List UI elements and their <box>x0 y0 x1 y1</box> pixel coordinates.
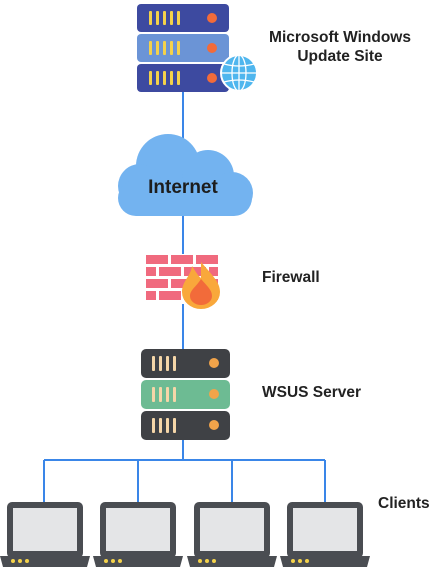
connector-lines <box>43 92 326 502</box>
ms-update-site-label-line1: Microsoft Windows <box>269 29 411 46</box>
ms-server-slots <box>149 11 180 85</box>
wsus-server-led-top <box>209 358 219 368</box>
ms-server-unit-mid <box>137 34 229 62</box>
wsus-server-unit-bottom <box>141 411 230 440</box>
ms-server-led-bottom <box>207 73 217 83</box>
client-laptop-4-icon <box>280 502 370 567</box>
ms-server-unit-top <box>137 4 229 32</box>
wsus-server-icon <box>141 349 230 440</box>
ms-server-led-top <box>207 13 217 23</box>
firewall-icon <box>146 255 220 309</box>
globe-icon <box>220 54 258 92</box>
wsus-server-led-mid <box>209 389 219 399</box>
wsus-server-unit-top <box>141 349 230 378</box>
client-laptop-3-icon <box>187 502 277 567</box>
client-laptop-1-icon <box>0 502 90 567</box>
internet-cloud-icon <box>118 134 253 216</box>
clients-label: Clients <box>378 495 430 512</box>
firewall-label: Firewall <box>262 269 320 286</box>
flame-inner <box>190 279 212 305</box>
ms-update-server-icon <box>137 4 229 92</box>
ms-server-unit-bottom <box>137 64 229 92</box>
wsus-server-led-bottom <box>209 420 219 430</box>
ms-update-site-label-line2: Update Site <box>297 48 383 65</box>
wsus-server-slots <box>152 356 176 433</box>
wsus-server-label: WSUS Server <box>262 384 362 401</box>
ms-server-led-mid <box>207 43 217 53</box>
wsus-server-unit-mid <box>141 380 230 409</box>
ms-update-site-label: Microsoft Windows Update Site <box>258 28 422 66</box>
internet-label: Internet <box>148 177 218 198</box>
client-laptop-2-icon <box>93 502 183 567</box>
